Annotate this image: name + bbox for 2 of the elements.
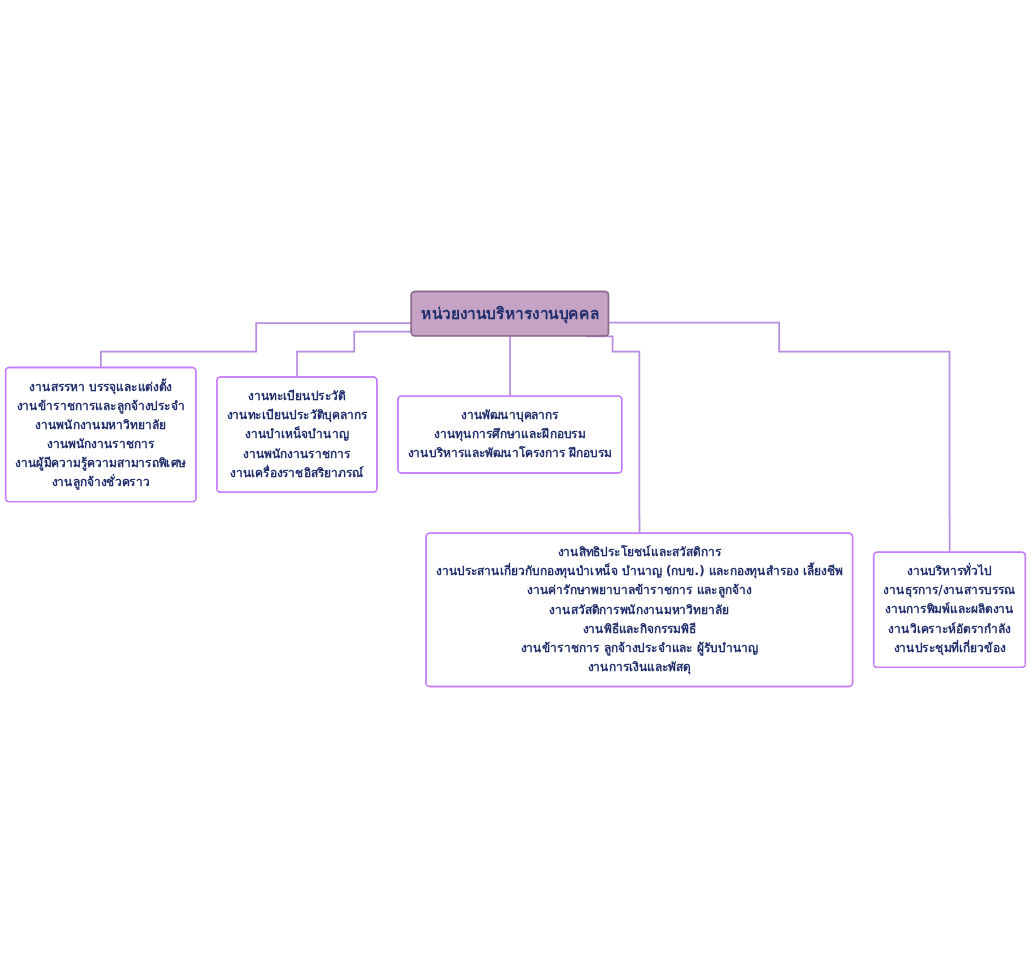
- connector: [296, 330, 413, 379]
- connector: [509, 335, 512, 398]
